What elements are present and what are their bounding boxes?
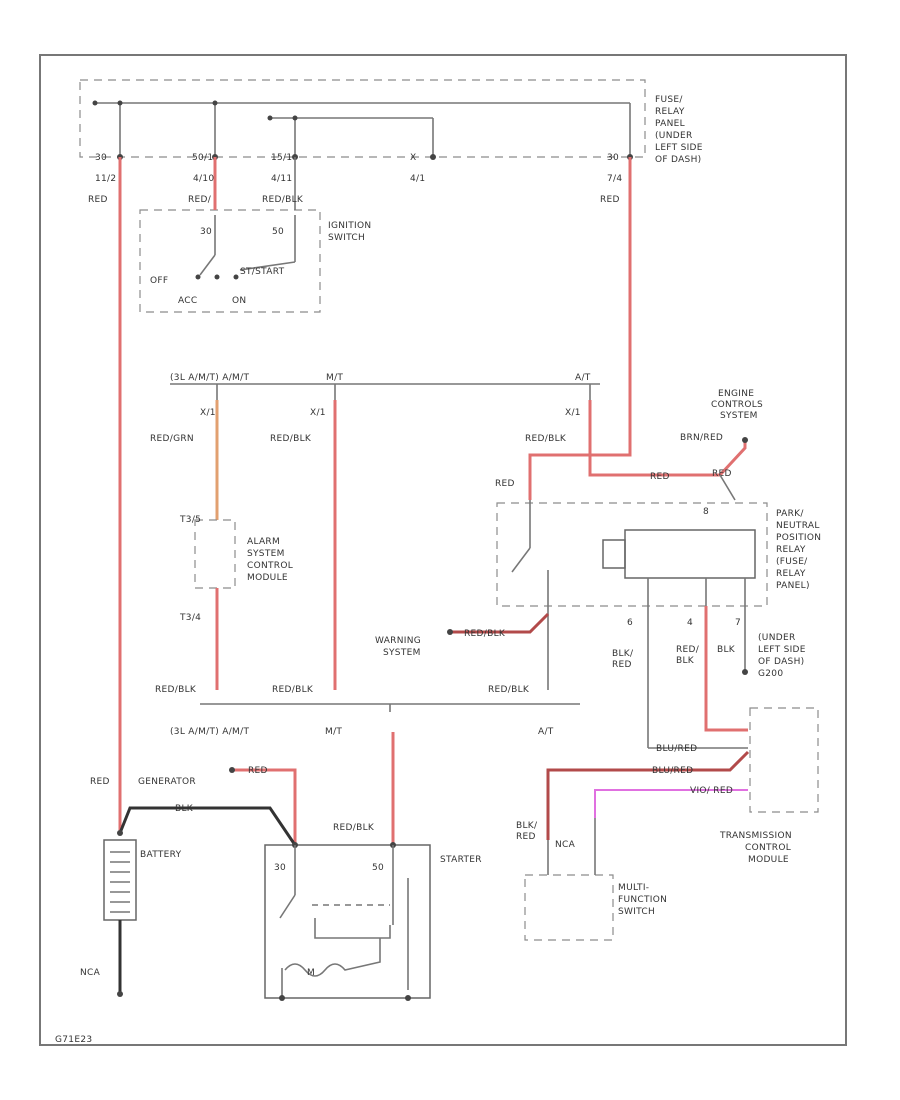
wire-red-blk-5: RED/BLK	[488, 685, 530, 695]
wire-red-blk-warn: RED/BLK	[464, 629, 506, 639]
starter-term-30: 30	[274, 863, 286, 873]
connector-x30b: 7/4	[607, 174, 622, 184]
wire-red-mid: RED	[650, 472, 670, 482]
wire-nca: NCA	[555, 840, 576, 850]
wire-red-right: RED	[600, 195, 620, 205]
ign-term-30: 30	[200, 227, 212, 237]
alarm-term-bot: T3/4	[179, 613, 201, 623]
splice-bot-at: A/T	[538, 727, 554, 737]
mfs-label: MULTI- FUNCTION SWITCH	[618, 883, 670, 917]
vio-red-wire	[594, 789, 748, 818]
wire-red-blk-starter: RED/BLK	[333, 823, 375, 833]
relay-pin-4: 4	[687, 618, 693, 628]
wire-blu-red-2: BLU/RED	[652, 766, 693, 776]
battery-starter-cable	[118, 806, 297, 846]
warning-wire	[450, 612, 550, 634]
wire-red-blk-v: RED/ BLK	[676, 645, 702, 666]
splice-bot-label: (3L A/M/T) A/M/T	[170, 727, 249, 737]
wire-blu-red-1: BLU/RED	[656, 744, 697, 754]
relay-pin-7: 7	[735, 618, 741, 628]
ign-pos-on: ON	[232, 296, 246, 306]
wire-red-blk-1: RED/BLK	[270, 434, 312, 444]
connector-xc: 4/1	[410, 174, 425, 184]
top-splice-bus: (3L A/M/T) A/M/T M/T A/T X/1 X/1 X/1 RED…	[150, 373, 600, 444]
wire-blk-red-mfs: BLK/ RED	[516, 821, 541, 842]
starter: 30 50 STARTER M	[264, 842, 482, 1001]
wire-blk-bat: BLK	[175, 804, 194, 814]
starter-label: STARTER	[440, 855, 482, 865]
battery: BATTERY	[103, 839, 182, 921]
engine-controls-label: ENGINE CONTROLS SYSTEM	[711, 389, 766, 421]
fuse-relay-panel: FUSE/ RELAY PANEL (UNDER LEFT SIDE OF DA…	[79, 79, 706, 184]
conn-x1-c: X/1	[565, 408, 581, 418]
wire-red-blk-ign: RED/BLK	[262, 195, 304, 205]
generator-label: GENERATOR	[138, 777, 196, 787]
diagram-frame	[39, 54, 847, 1046]
ign-term-50: 50	[272, 227, 284, 237]
generator-wire	[232, 768, 297, 845]
pn-relay-label: PARK/ NEUTRAL POSITION RELAY (FUSE/ RELA…	[776, 509, 824, 591]
warning-system-label: WARNING SYSTEM	[375, 636, 424, 658]
conn-x1-a: X/1	[200, 408, 216, 418]
terminal-15: 15/1	[271, 153, 292, 163]
splice-top-mt: M/T	[326, 373, 343, 383]
splice-top-at: A/T	[575, 373, 591, 383]
splice-bot-mt: M/T	[325, 727, 342, 737]
terminal-x: X	[410, 153, 416, 163]
wire-red-left: RED	[88, 195, 108, 205]
wire-red-ign: RED/	[188, 195, 212, 205]
alarm-module-label: ALARM SYSTEM CONTROL MODULE	[247, 537, 296, 583]
relay-pin-8: 8	[703, 507, 709, 517]
bottom-splice-bus: (3L A/M/T) A/M/T M/T A/T	[170, 703, 580, 737]
fuse-panel-label: FUSE/ RELAY PANEL (UNDER LEFT SIDE OF DA…	[655, 95, 706, 165]
conn-x1-b: X/1	[310, 408, 326, 418]
terminal-30b: 30	[607, 153, 619, 163]
starter-term-50: 50	[372, 863, 384, 873]
ignition-switch-label: IGNITION SWITCH	[328, 221, 375, 243]
footer-code: G71E23	[55, 1035, 92, 1045]
wire-red-relay: RED	[495, 479, 515, 489]
wire-red-gen: RED	[248, 766, 268, 776]
alarm-system-control-module: T3/5 ALARM SYSTEM CONTROL MODULE T3/4	[179, 515, 296, 623]
battery-label: BATTERY	[140, 850, 182, 860]
wire-blk: BLK	[717, 645, 736, 655]
alarm-term-top: T3/5	[179, 515, 201, 525]
ign-pos-acc: ACC	[178, 296, 197, 306]
wire-red-blk-4: RED/BLK	[272, 685, 314, 695]
transmission-control-module: TRANSMISSION CONTROL MODULE	[719, 707, 819, 865]
connector-x15: 4/11	[271, 174, 292, 184]
wire-nca-gnd: NCA	[80, 968, 101, 978]
wire-red-blk-3: RED/BLK	[155, 685, 197, 695]
relay-feed-wire	[528, 157, 632, 500]
ign-pos-start: ST/START	[240, 267, 285, 277]
blu-red-wire-2	[546, 750, 750, 840]
ground-dash-label: (UNDER LEFT SIDE OF DASH) G200	[758, 633, 809, 679]
wire-vio-red: VIO/ RED	[690, 786, 733, 796]
connector-x50: 4/10	[193, 174, 214, 184]
wire-red-grn: RED/GRN	[150, 434, 194, 444]
splice-top-label: (3L A/M/T) A/M/T	[170, 373, 249, 383]
wire-red-blk-2: RED/BLK	[525, 434, 567, 444]
relay-red-blk-wire	[704, 606, 748, 732]
wire-red-bat: RED	[90, 777, 110, 787]
ignition-switch: RED RED/ RED/BLK 30 50 OFF ST/START ACC …	[88, 157, 375, 313]
connector-x12: 11/2	[95, 174, 116, 184]
wire-brn-red: BRN/RED	[680, 433, 723, 443]
tcm-label: TRANSMISSION CONTROL MODULE	[719, 831, 795, 865]
park-neutral-relay: RED 8 PARK/ NEUTRAL POSITION RELAY (FUSE…	[495, 479, 824, 690]
terminal-50: 50/1	[192, 153, 213, 163]
relay-pin-6: 6	[627, 618, 633, 628]
terminal-30: 30	[95, 153, 107, 163]
wire-red-r: RED	[712, 469, 732, 479]
multi-function-switch: MULTI- FUNCTION SWITCH	[524, 818, 670, 941]
starter-motor-m: M	[307, 968, 315, 978]
wire-blk-red: BLK/ RED	[612, 649, 637, 670]
ign-pos-off: OFF	[150, 276, 168, 286]
